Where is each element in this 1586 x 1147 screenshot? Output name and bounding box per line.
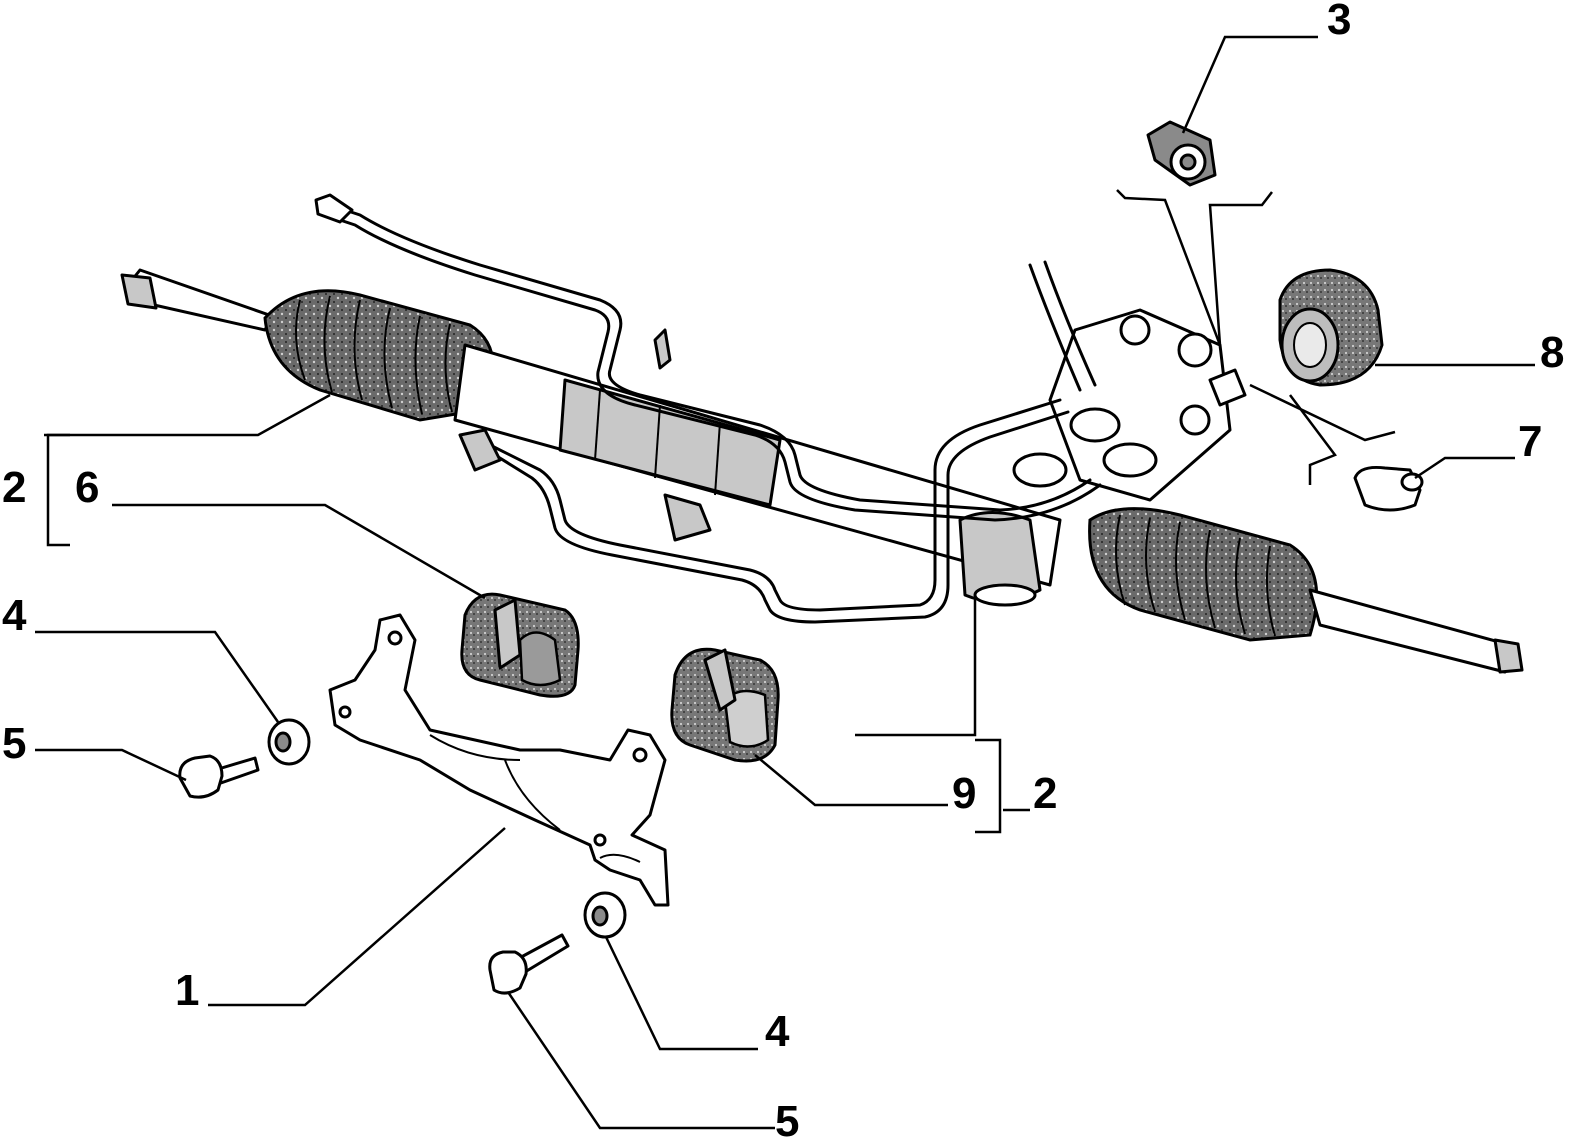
part-5-bolt-left — [178, 754, 260, 799]
bracket-2-top — [46, 433, 70, 547]
inlet-hose — [1028, 263, 1082, 392]
callout-7: 7 — [1518, 417, 1542, 466]
callout-1: 1 — [175, 966, 199, 1015]
callout-5-left: 5 — [2, 719, 26, 768]
part-4-washer-bottom — [583, 891, 627, 939]
part-1-mounting-bracket — [328, 613, 670, 907]
callout-2-top: 2 — [2, 463, 26, 512]
right-rack-boot — [1088, 507, 1319, 642]
pipe-fitting — [653, 328, 672, 370]
bracket-2-bottom — [975, 738, 1002, 834]
callout-4-bottom: 4 — [765, 1007, 790, 1056]
group-bracket-3 — [1116, 189, 1222, 346]
pipe-fitting — [458, 428, 502, 472]
leader-9 — [754, 754, 948, 807]
leader-9-up — [855, 597, 977, 737]
leader-1 — [208, 827, 506, 1007]
pipe-fitting — [663, 493, 712, 542]
leader-3 — [1181, 35, 1318, 134]
leader-lines — [35, 35, 1535, 1130]
leader-2-top — [44, 393, 331, 437]
pinion-valve-housing — [958, 308, 1247, 607]
leader-5-bottom — [506, 991, 775, 1130]
leader-6 — [112, 503, 486, 600]
leader-5-left — [35, 748, 187, 782]
part-9-rubber-bush — [670, 647, 780, 763]
part-7-clip — [1353, 466, 1424, 512]
callout-6: 6 — [75, 463, 99, 512]
group-bracket-7-8 — [1249, 383, 1396, 442]
part-3-nut — [1146, 120, 1217, 187]
part-4-washer-left — [267, 718, 311, 766]
leader-4-bottom — [604, 936, 758, 1051]
steering-rack-assembly — [120, 193, 1524, 674]
part-5-bolt-bottom — [488, 933, 570, 995]
leader-4-left — [35, 630, 280, 723]
left-tie-rod — [120, 268, 274, 332]
part-6-rubber-bush — [460, 592, 580, 698]
callout-4-left: 4 — [2, 591, 27, 640]
callout-9: 9 — [952, 769, 976, 818]
right-tie-rod — [1308, 588, 1524, 674]
callout-5-bottom: 5 — [775, 1097, 799, 1146]
rack-housing-tube — [453, 343, 1062, 587]
callout-2-bottom: 2 — [1033, 769, 1057, 818]
callout-3: 3 — [1327, 0, 1351, 44]
leader-7 — [1414, 456, 1515, 480]
hydraulic-lines — [314, 193, 1102, 624]
part-8-bush-ring — [1278, 268, 1384, 387]
callout-8: 8 — [1540, 328, 1564, 377]
